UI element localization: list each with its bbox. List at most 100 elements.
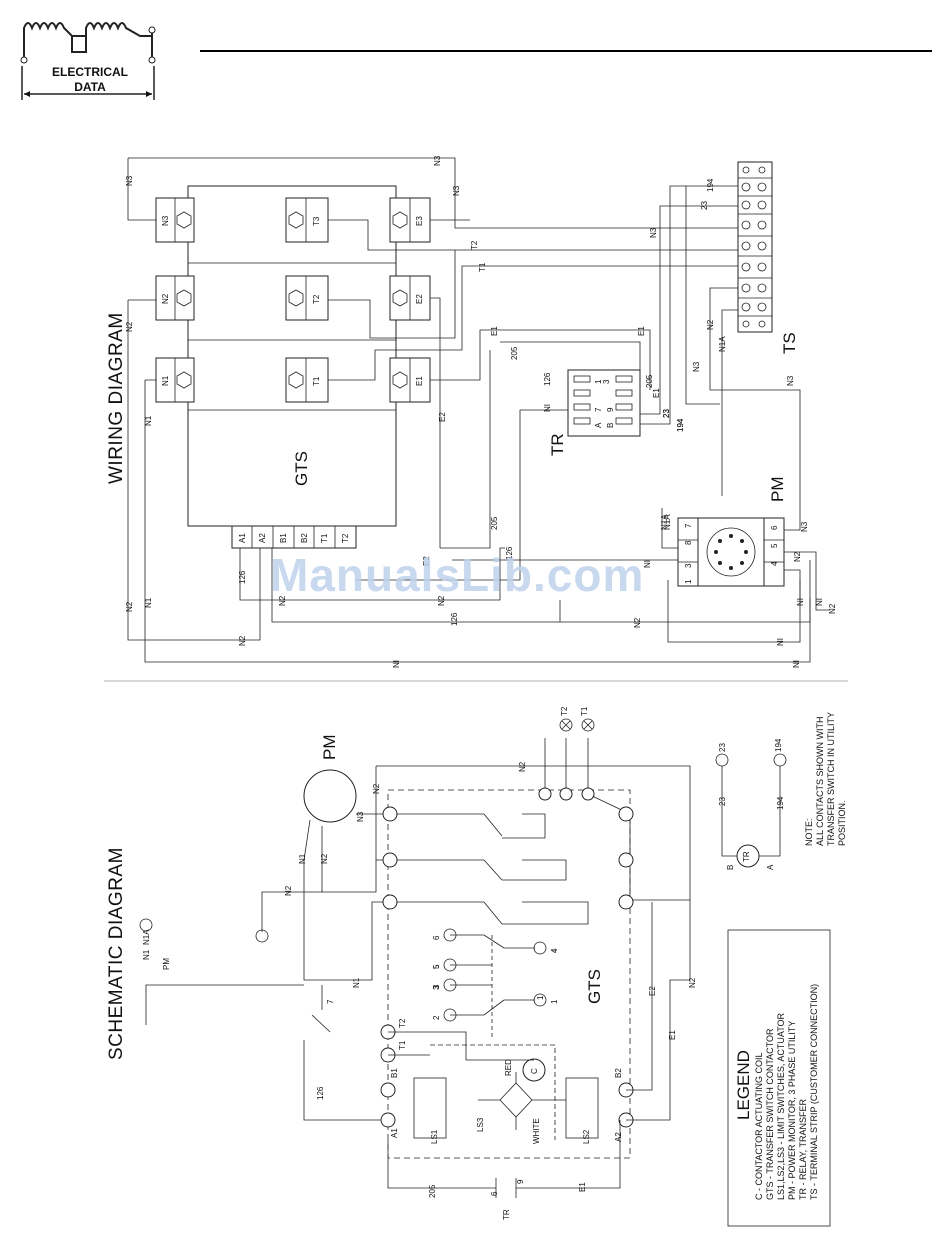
logo-line-1: ELECTRICAL	[52, 65, 128, 79]
wire-label: 23	[700, 201, 709, 210]
legend-item-gts: GTS - TRANSFER SWITCH CONTACTOR	[765, 1028, 775, 1200]
sch-label: B2	[614, 1068, 623, 1078]
sch-label: E1	[578, 1182, 587, 1192]
legend-title: LEGEND	[734, 1050, 753, 1120]
gts-body	[187, 185, 397, 527]
ls1-box	[413, 1077, 447, 1139]
pm-pin-4: 4	[770, 561, 779, 566]
wire-label: T2	[470, 240, 479, 250]
contactor-row-3	[155, 197, 431, 243]
sch-label: LS2	[582, 1129, 591, 1144]
sch-label: N2	[320, 853, 329, 864]
sch-label: N1	[298, 853, 307, 864]
t2-block-label: T2	[312, 294, 321, 304]
sch-label: 4	[550, 948, 559, 953]
wire-label: N2	[125, 601, 134, 612]
sch-label: LS1	[430, 1129, 439, 1144]
wire-label: 126	[238, 570, 247, 584]
wire-label: NI	[392, 660, 401, 668]
wire-label: 194	[706, 178, 715, 192]
wire-label: N3	[433, 155, 442, 166]
watermark: ManualsLib.com	[270, 549, 645, 601]
wire-label: N1A	[660, 514, 669, 530]
wiring-diagram	[127, 157, 830, 663]
pm-circle	[303, 769, 357, 823]
contactor-row-2	[155, 275, 431, 321]
wire-label: NI	[792, 660, 801, 668]
sch-label: B	[726, 864, 735, 870]
ts-terminal-strip	[737, 161, 773, 333]
wire-label: E1	[637, 326, 646, 336]
pm-pin-8: 8	[684, 540, 693, 545]
sch-label: 194	[776, 796, 785, 810]
wiring-ts-label: TS	[780, 332, 799, 354]
sch-label: A2	[614, 1132, 623, 1142]
wiring-pm-label: PM	[768, 476, 787, 503]
sch-label: 3	[432, 984, 441, 989]
wire-label: N2	[125, 321, 134, 332]
sch-label: 6	[432, 935, 441, 940]
terminal-a1: A1	[238, 533, 247, 543]
pm-pin-7: 7	[684, 523, 693, 528]
legend-box	[727, 929, 831, 1227]
tr-pin-126: 126	[543, 372, 552, 386]
pm-pin-5: 5	[770, 543, 779, 548]
wire-label: T1	[478, 262, 487, 272]
wire-label: NI	[815, 598, 824, 606]
sch-label: C	[530, 1068, 539, 1074]
sch-label: 5	[432, 964, 441, 969]
wire-label: 23	[662, 409, 671, 418]
wire-label: N1	[144, 597, 153, 608]
sch-label: E2	[648, 986, 657, 996]
gts-enclosure	[387, 789, 631, 1159]
legend-item-ts: TS - TERMINAL STRIP (CUSTOMER CONNECTION…	[809, 983, 819, 1200]
sch-label: N2	[284, 885, 293, 896]
terminal-t1: T1	[320, 533, 329, 543]
sch-label: 23	[718, 797, 727, 806]
contactor-row-1	[155, 357, 431, 403]
sch-label: 1	[550, 999, 559, 1004]
wire-label: N3	[452, 185, 461, 196]
tr-pin-a: A	[594, 422, 603, 428]
terminal-a2: A2	[258, 533, 267, 543]
sch-label: 2	[432, 1015, 441, 1020]
legend-item-ls: LS1,LS2,LS3 - LIMIT SWITCHES, ACTUATOR	[776, 1012, 786, 1200]
wire-label: NI	[776, 638, 785, 646]
sch-label: E1	[668, 1030, 677, 1040]
wire-label: E2	[438, 412, 447, 422]
sch-label: 6	[490, 1191, 499, 1196]
sch-label: A	[766, 864, 775, 870]
sch-label: N1	[142, 949, 151, 960]
wire-label: N2	[706, 319, 715, 330]
wire-label: N2	[633, 617, 642, 628]
wire-label: N3	[125, 175, 134, 186]
wire-label: 194	[676, 418, 685, 432]
n2-block-label: N2	[161, 293, 170, 304]
sch-label: 205	[428, 1184, 437, 1198]
sch-label: 23	[718, 743, 727, 752]
e1-block-label: E1	[415, 376, 424, 386]
sch-label: T1	[398, 1040, 407, 1050]
tr-pin-205: 205	[645, 374, 654, 388]
legend-items: C - CONTACTOR ACTUATING COIL GTS - TRANS…	[754, 984, 820, 1200]
legend-item-c: C - CONTACTOR ACTUATING COIL	[754, 1052, 764, 1200]
schematic-diagram-title: SCHEMATIC DIAGRAM	[106, 847, 127, 1060]
t1-block-label: T1	[312, 376, 321, 386]
sch-label: WHITE	[532, 1118, 541, 1144]
sch-label: 1	[536, 995, 545, 1000]
wire-label: 205	[510, 346, 519, 360]
logo-line-2: DATA	[74, 80, 106, 94]
schematic-note: NOTE: ALL CONTACTS SHOWN WITH TRANSFER S…	[804, 711, 847, 846]
t3-block-label: T3	[312, 216, 321, 226]
schematic-pm-label: PM	[320, 734, 339, 761]
tr-pin-3: 3	[602, 379, 611, 384]
tr-pin-9: 9	[606, 407, 615, 412]
pm-pin-n3: N3	[800, 521, 809, 532]
contactor-coil-c	[522, 1058, 546, 1082]
sch-label: N2	[372, 783, 381, 794]
wire-label: 205	[490, 516, 499, 530]
sch-label: TR	[742, 851, 751, 862]
pm-pin-n2: N2	[793, 551, 802, 562]
sch-label: N1A	[142, 929, 151, 945]
